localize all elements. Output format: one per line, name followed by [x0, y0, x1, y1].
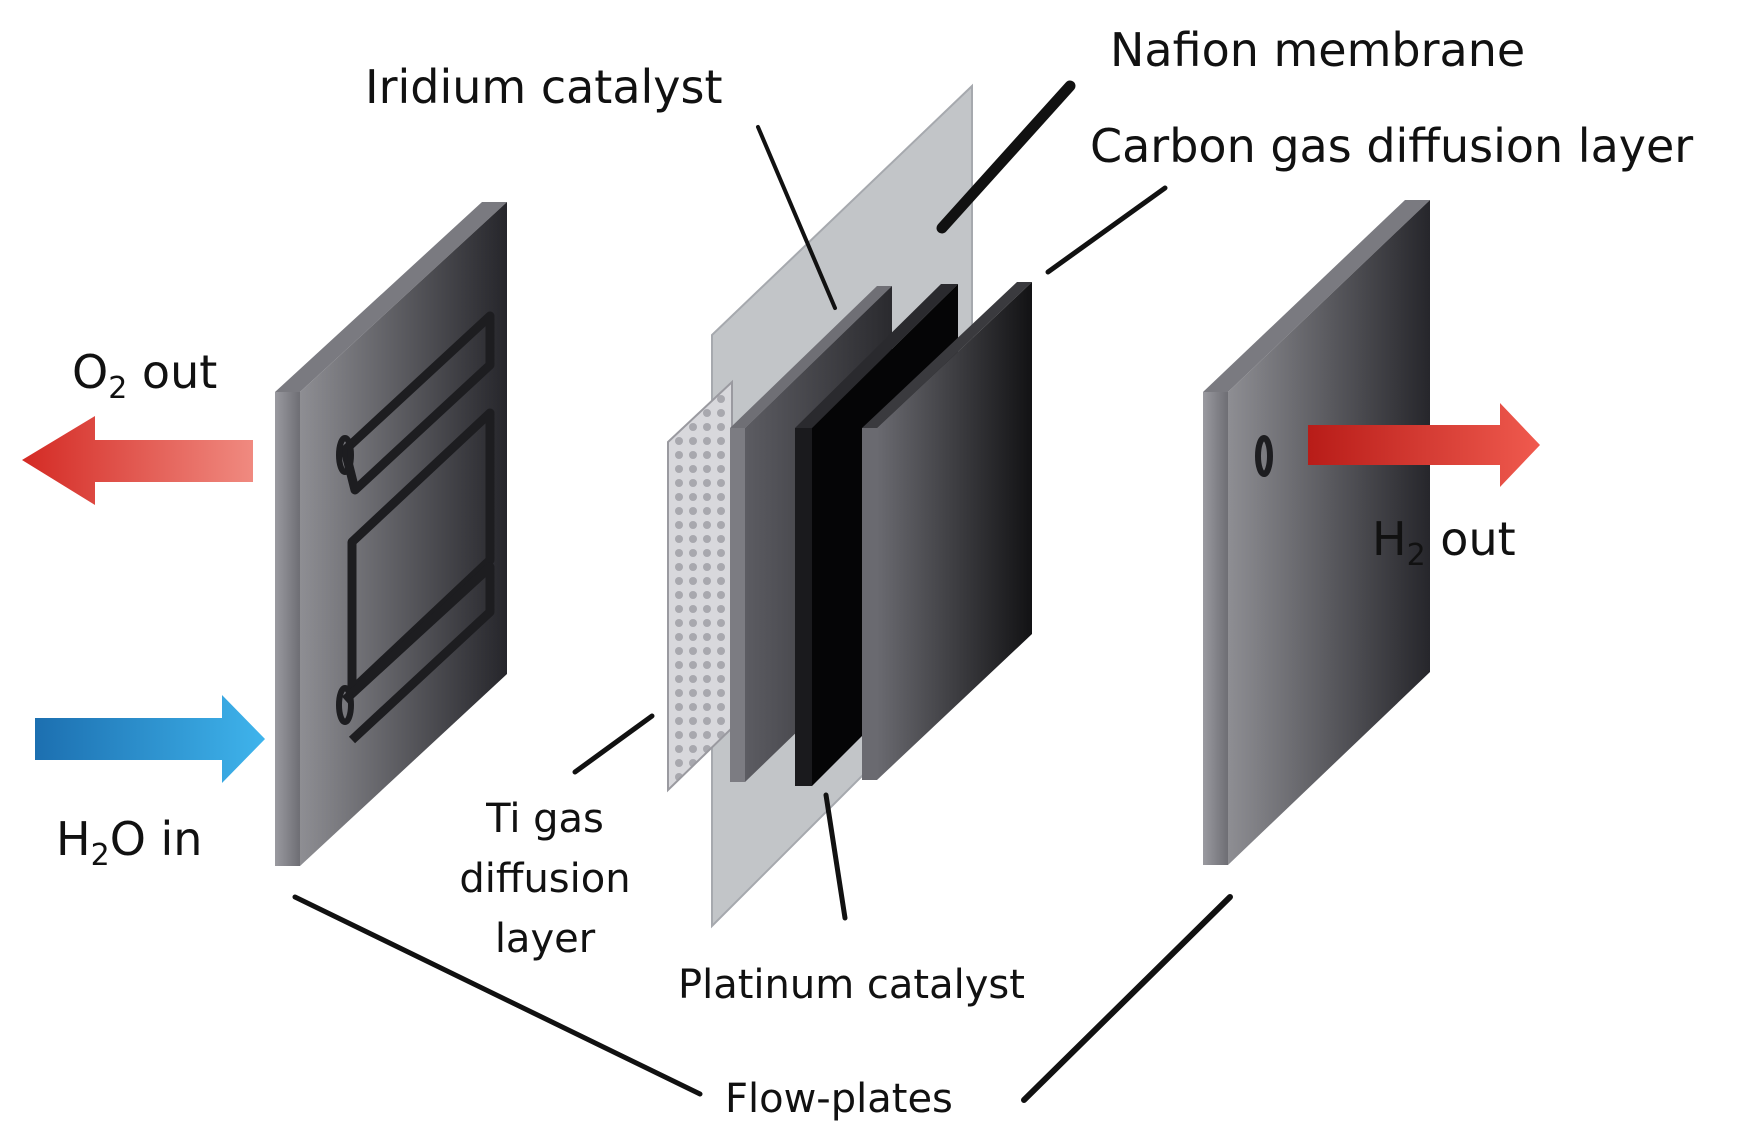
h2o-in-label: H2O in	[56, 812, 202, 873]
membrane-electrode-assembly	[667, 83, 1032, 929]
leader-flow-plate-right	[1021, 894, 1233, 1103]
carbon-gdl-label: Carbon gas diffusion layer	[1090, 119, 1693, 173]
carbon-gas-diffusion-layer	[862, 282, 1032, 780]
leader-lines	[292, 80, 1233, 1103]
leader-flow-plate-left	[292, 894, 703, 1097]
h2o-in-arrow	[35, 695, 265, 783]
leader-carbon	[1045, 185, 1168, 275]
leader-platinum	[823, 792, 848, 921]
leader-iridium	[756, 125, 837, 310]
h2-out-arrow	[1308, 403, 1540, 487]
ti-gdl-label-line-3: layer	[495, 916, 596, 962]
port-icon	[1255, 435, 1273, 477]
ti-gdl-label-line-2: diffusion	[459, 856, 630, 902]
port-icon	[336, 435, 354, 725]
leader-nafion	[936, 80, 1076, 234]
o2-out-arrow	[22, 416, 253, 505]
iridium-catalyst-label: Iridium catalyst	[365, 60, 723, 114]
nafion-membrane-label: Nafion membrane	[1110, 23, 1525, 77]
h2-out-label: H2 out	[1372, 512, 1516, 573]
right-flow-plate	[1203, 200, 1430, 865]
flow-channel-grooves	[340, 311, 495, 744]
platinum-catalyst-label: Platinum catalyst	[678, 962, 1025, 1008]
flow-plates-label: Flow-plates	[725, 1076, 953, 1122]
leader-ti	[572, 713, 655, 775]
ti-gdl-label-line-1: Ti gas	[485, 796, 604, 842]
ti-gas-diffusion-layer	[667, 379, 733, 793]
left-flow-plate	[275, 202, 507, 866]
o2-out-label: O2 out	[72, 345, 217, 406]
ti-gdl-label: Ti gas diffusion layer	[459, 796, 630, 962]
